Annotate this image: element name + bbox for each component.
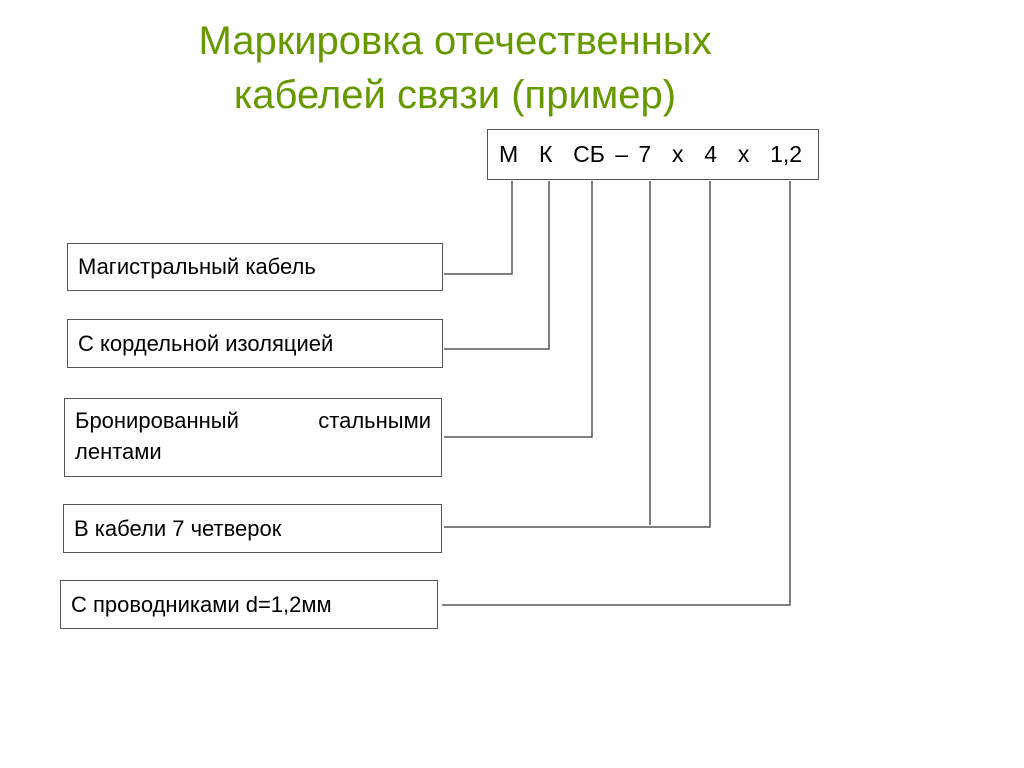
label-conductors: С проводниками d=1,2мм	[60, 580, 438, 629]
title-line-2: кабелей связи (пример)	[233, 73, 677, 117]
label-trunk-cable: Магистральный кабель	[67, 243, 443, 291]
connector-k	[444, 181, 550, 350]
title-line-1: Маркировка отечественных	[198, 19, 712, 63]
cable-code-box: М К СБ – 7 х 4 х 1,2	[487, 129, 819, 180]
label-cord-insulation: С кордельной изоляцией	[67, 319, 443, 368]
label-quads: В кабели 7 четверок	[63, 504, 442, 553]
label-armored: Бронированный стальными лентами	[64, 398, 442, 477]
connector-4	[444, 181, 711, 528]
connector-m	[444, 181, 513, 275]
slide-title: Маркировка отечественных кабелей связи (…	[0, 14, 910, 122]
connector-1-2	[442, 181, 791, 606]
connector-sb	[444, 181, 593, 438]
